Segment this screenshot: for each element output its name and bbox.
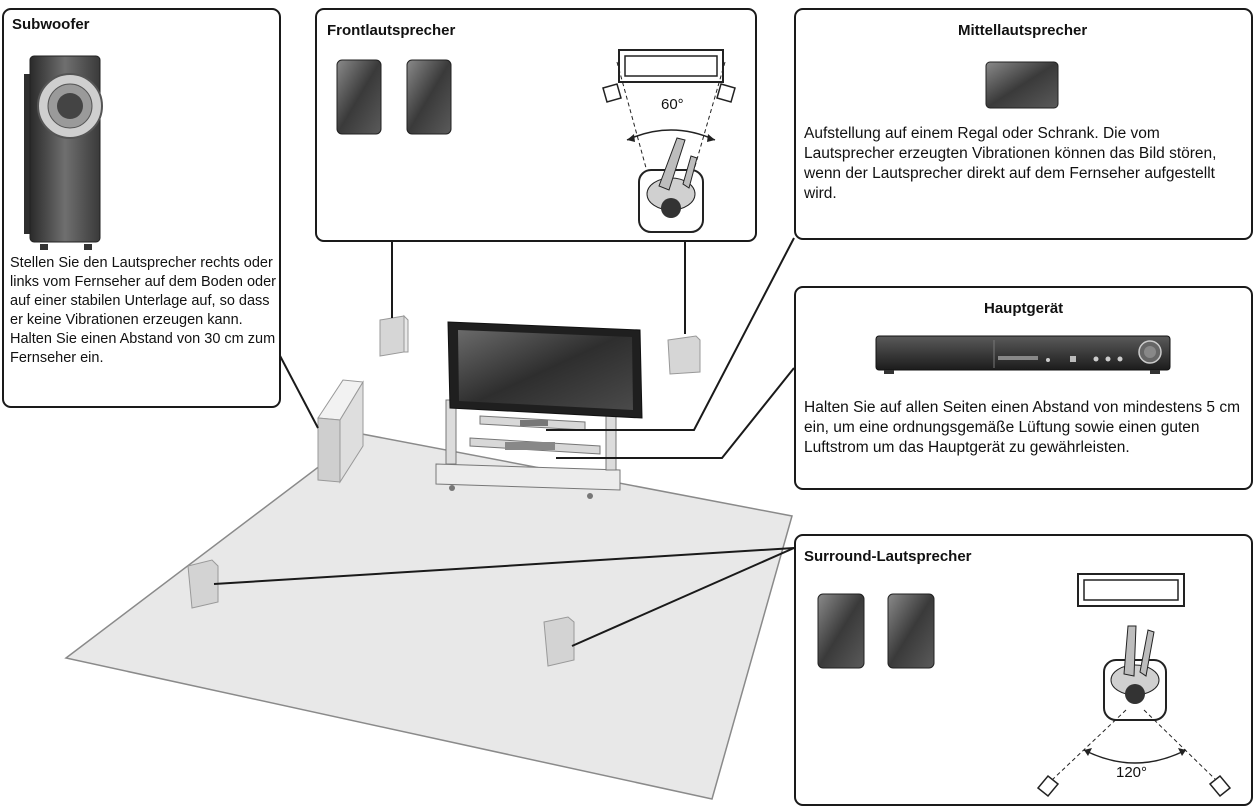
- tv-icon: [447, 321, 643, 419]
- front-speaker-right-icon: [667, 335, 701, 375]
- surround-speakers-title: Surround-Lautsprecher: [804, 548, 972, 565]
- subwoofer-description: Stellen Sie den Lautsprecher rechts oder…: [10, 255, 276, 366]
- floor: [64, 433, 793, 800]
- front-speakers-title: Frontlautsprecher: [327, 22, 456, 39]
- front-speaker-angle-diagram: [602, 49, 736, 233]
- subwoofer-panel: Subwoofer Stellen Sie den Lautsprecher r…: [2, 8, 281, 408]
- center-speaker-title: Mittellautsprecher: [958, 22, 1088, 39]
- front-speaker-left-icon: [379, 314, 409, 357]
- main-unit-panel: Hauptgerät Halten Sie auf allen Seiten e…: [794, 286, 1253, 490]
- front-angle-label: 60°: [661, 96, 684, 113]
- surround-speaker-pair-icon: [817, 593, 935, 669]
- subwoofer-title: Subwoofer: [12, 16, 90, 33]
- subwoofer-icon: [24, 55, 103, 250]
- main-unit-title: Hauptgerät: [984, 300, 1064, 317]
- main-unit-icon: [875, 335, 1171, 374]
- surround-speaker-angle-diagram: [1036, 573, 1232, 798]
- front-speaker-pair-icon: [336, 59, 452, 135]
- surround-speaker-left-floor-icon: [187, 559, 219, 609]
- subwoofer-floor-icon: [317, 379, 364, 484]
- center-speaker-panel: Mittellautsprecher Aufstellung auf einem…: [794, 8, 1253, 240]
- surround-speaker-right-floor-icon: [543, 616, 575, 667]
- front-speakers-panel: Frontlautsprecher 60°: [315, 8, 757, 242]
- surround-speakers-panel: Surround-Lautsprecher 120°: [794, 534, 1253, 806]
- main-unit-description: Halten Sie auf allen Seiten einen Abstan…: [804, 399, 1240, 456]
- center-speaker-icon: [985, 61, 1059, 109]
- center-speaker-description: Aufstellung auf einem Regal oder Schrank…: [804, 125, 1217, 202]
- surround-angle-label: 120°: [1116, 764, 1148, 781]
